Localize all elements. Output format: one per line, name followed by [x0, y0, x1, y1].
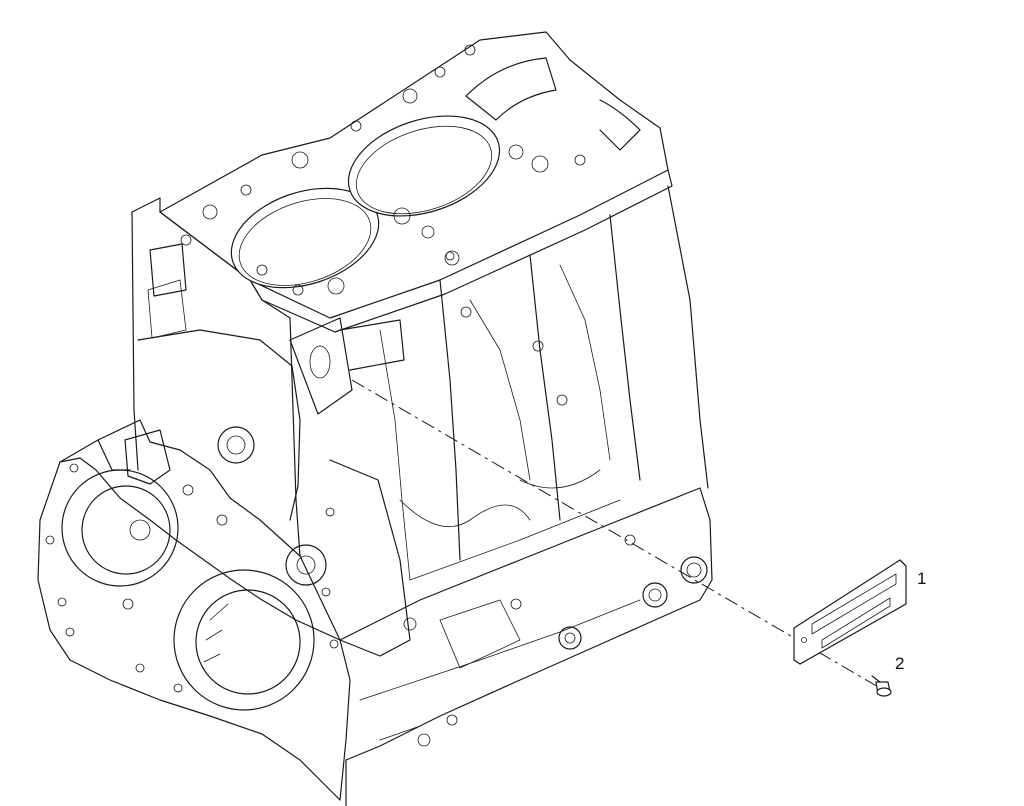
cylinder-bores [230, 57, 641, 289]
front-cover-details [61, 243, 411, 711]
screw-part-2 [871, 675, 892, 697]
callout-label-1: 1 [917, 569, 927, 588]
plate-part-1 [793, 559, 907, 665]
engine-block [37, 31, 713, 806]
side-bosses [439, 534, 708, 669]
callout-label-2: 2 [895, 654, 905, 673]
perimeter-bolts [45, 251, 568, 747]
head-bolt-holes [180, 44, 586, 296]
assembly-centerline [351, 379, 881, 689]
